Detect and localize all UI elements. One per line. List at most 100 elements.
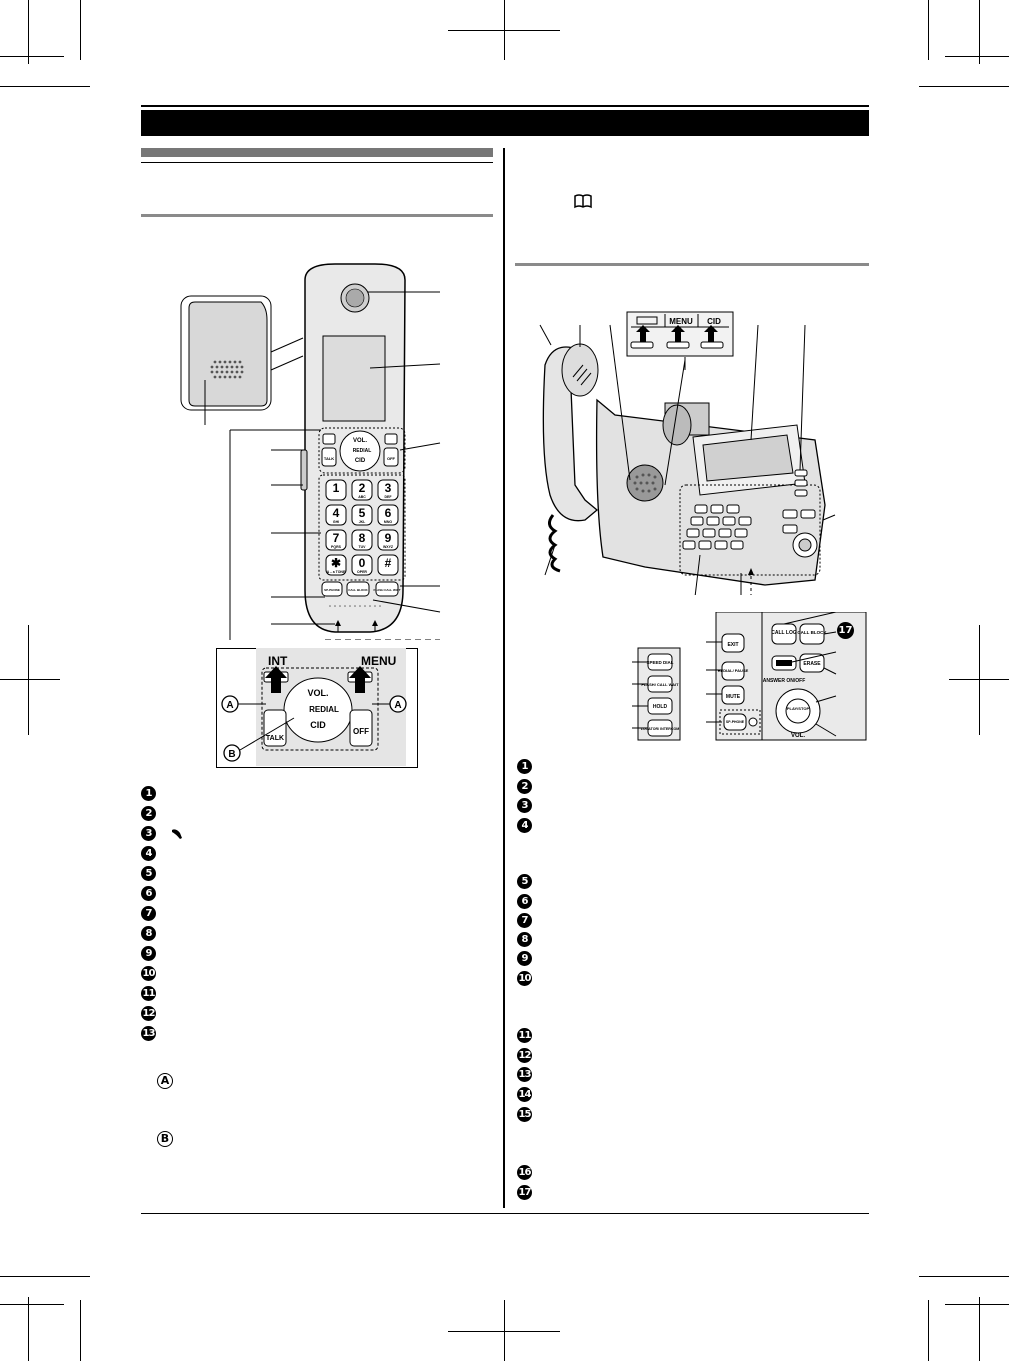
svg-text:REDIAL/ PAUSE: REDIAL/ PAUSE [718, 668, 749, 673]
keypad-key [325, 554, 347, 576]
list-item: 10 [517, 971, 532, 986]
callout-17-badge: 17 [837, 622, 854, 639]
keypad-digit: 9 [385, 531, 392, 545]
svg-text:ERASE: ERASE [803, 661, 821, 667]
list-item: 8 [141, 925, 156, 942]
keypad-digit: ✱ [331, 556, 341, 570]
keypad-key [377, 529, 399, 551]
list-item: 8 [517, 931, 532, 948]
subsection-rule-left [141, 214, 493, 217]
svg-text:TALK: TALK [266, 735, 284, 742]
svg-text:MUTE: MUTE [726, 694, 741, 700]
list-item: 2 [517, 778, 532, 795]
keypad-digit: 4 [333, 506, 340, 520]
svg-text:HOLD: HOLD [653, 704, 668, 710]
keypad-letters: JKL [359, 520, 366, 524]
list-item: 7 [141, 905, 156, 922]
subsection-rule-right [515, 263, 869, 266]
keypad-digit: 3 [385, 481, 392, 495]
svg-text:CALL BLOCK: CALL BLOCK [348, 588, 368, 592]
keypad-digit: 2 [359, 481, 366, 495]
keypad-letters: MNO [384, 520, 392, 524]
keypad-letters: TUV [359, 545, 367, 549]
keypad-letters: WXYZ [383, 545, 394, 549]
list-item: 9 [517, 950, 532, 967]
svg-text:REDIAL: REDIAL [309, 705, 339, 714]
svg-text:FLASH CALL WAIT: FLASH CALL WAIT [373, 588, 400, 592]
svg-text:A: A [226, 700, 233, 711]
list-item: 10 [141, 966, 156, 981]
list-item: 4 [517, 817, 532, 834]
keypad-digit: 6 [385, 506, 392, 520]
svg-text:REDIAL: REDIAL [353, 448, 372, 454]
list-item: 12 [517, 1048, 532, 1063]
base-unit-illustration: MENU CID [539, 311, 836, 595]
keypad-key [325, 529, 347, 551]
list-item: 12 [141, 1006, 156, 1021]
list-item: 7 [517, 912, 532, 929]
svg-text:MENU: MENU [669, 317, 693, 326]
keypad-letters: GHI [333, 520, 339, 524]
keypad-key [351, 479, 373, 501]
column-divider [503, 148, 505, 1208]
list-item: 15 [517, 1107, 532, 1122]
section-rule-left [141, 162, 493, 163]
keypad-digit: 5 [359, 506, 366, 520]
svg-text:CALL LOG: CALL LOG [771, 630, 797, 636]
svg-text:VOL.: VOL. [791, 733, 805, 739]
keypad-letters: DEF [385, 495, 393, 499]
list-item: 14 [517, 1087, 532, 1102]
keypad-digit: # [385, 556, 392, 570]
list-item: 13 [517, 1067, 532, 1082]
svg-text:VOL.: VOL. [307, 688, 328, 698]
svg-text:CID: CID [355, 458, 366, 464]
keypad-letters: OPER [357, 570, 367, 574]
svg-text:ANSWER ON/OFF: ANSWER ON/OFF [763, 678, 806, 684]
keypad-key [377, 479, 399, 501]
keypad-key [351, 504, 373, 526]
svg-text:INT: INT [268, 654, 288, 668]
svg-text:OFF: OFF [387, 456, 396, 461]
list-item: 2 [141, 805, 156, 822]
svg-text:SP-PHONE: SP-PHONE [726, 720, 745, 724]
keypad-letters: ABC [358, 495, 366, 499]
header-rule [141, 105, 869, 107]
list-item: 13 [141, 1026, 156, 1041]
svg-text:SPEED DIAL: SPEED DIAL [646, 660, 673, 665]
keypad-digit: 8 [359, 531, 366, 545]
keypad-digit: 7 [333, 531, 340, 545]
svg-text:MENU: MENU [361, 654, 396, 668]
svg-text:PLAY/STOP: PLAY/STOP [787, 706, 810, 711]
footer-rule [141, 1213, 869, 1214]
svg-text:A: A [394, 700, 401, 711]
list-item: 11 [141, 986, 156, 1001]
keypad-letters: A↔a TONE [327, 570, 346, 574]
speaker-grille-dots [210, 360, 244, 379]
svg-text:LOCATOR/ INTERCOM: LOCATOR/ INTERCOM [641, 727, 680, 731]
list-item: 9 [141, 945, 156, 962]
list-item: 11 [517, 1028, 532, 1043]
keypad-key [377, 504, 399, 526]
list-item: 6 [141, 885, 156, 902]
section-bar-left [141, 148, 493, 157]
note-b: B [157, 1130, 173, 1147]
svg-text:FLASH/ CALL WAIT: FLASH/ CALL WAIT [641, 682, 679, 687]
list-item: 17 [517, 1185, 532, 1200]
list-item: 1 [141, 785, 156, 802]
list-item: 1 [517, 758, 532, 775]
svg-text:TALK: TALK [324, 456, 334, 461]
list-item: 5 [517, 873, 532, 890]
list-item: 5 [141, 865, 156, 882]
svg-text:OFF: OFF [353, 727, 369, 736]
list-item: 3 [517, 797, 532, 814]
keypad-letters: PQRS [331, 545, 342, 549]
svg-text:SP-PHONE: SP-PHONE [324, 588, 340, 592]
base-key-panels: SPEED DIAL FLASH/ CALL WAIT HOLD LOCATOR… [632, 612, 867, 741]
svg-text:EXIT: EXIT [727, 642, 738, 648]
list-item: 16 [517, 1165, 532, 1180]
header-bar [141, 110, 869, 136]
keypad-key [325, 479, 347, 501]
book-icon [574, 194, 592, 209]
keypad-key [377, 554, 399, 576]
